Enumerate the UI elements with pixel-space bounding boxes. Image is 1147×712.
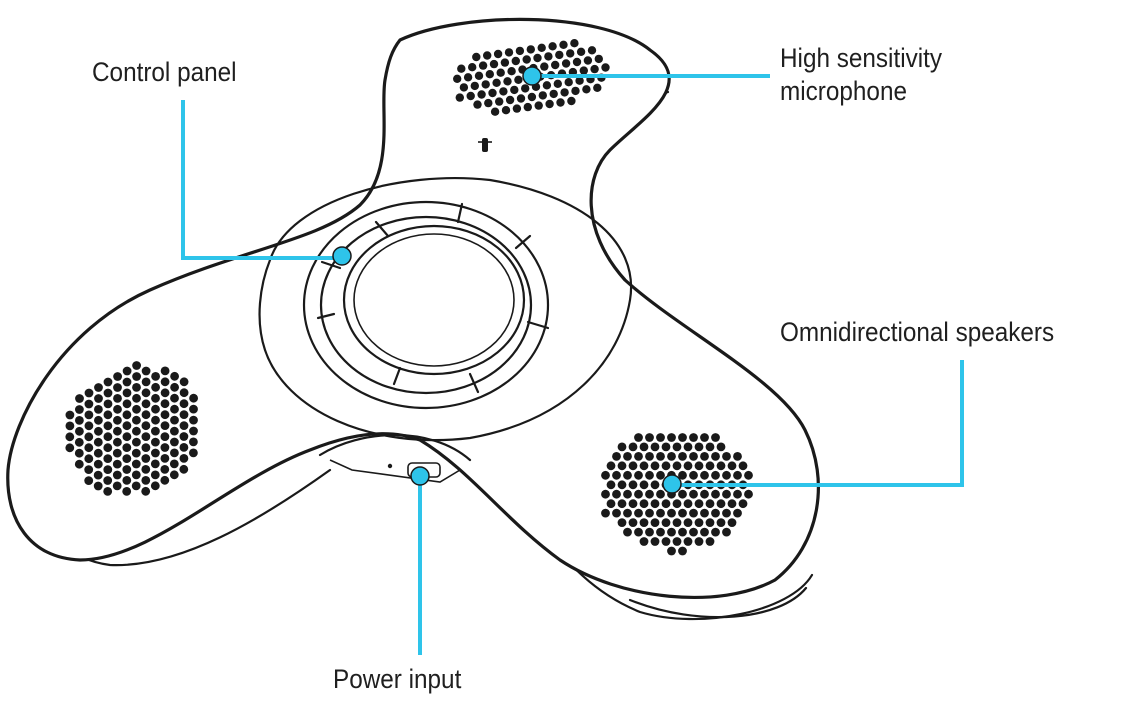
leader-dot-microphone [522, 66, 542, 86]
label-microphone-line1: High sensitivity [780, 43, 943, 73]
label-microphone: High sensitivity microphone [780, 42, 942, 108]
label-power-input: Power input [333, 664, 462, 694]
left-speaker-grille [65, 361, 199, 496]
power-lip [318, 433, 472, 483]
leader-control-panel [181, 100, 342, 260]
microphone-icon [478, 138, 492, 152]
right-speaker-grille [601, 433, 753, 556]
leader-dot-control-panel [332, 246, 352, 266]
leader-dot-speakers [662, 474, 682, 494]
label-control-panel: Control panel [92, 57, 237, 87]
hub-outline [258, 177, 633, 442]
leader-speakers [672, 360, 964, 487]
label-microphone-line2: microphone [780, 75, 907, 106]
label-speakers: Omnidirectional speakers [780, 317, 1055, 347]
status-led [387, 463, 393, 469]
leader-dot-power [410, 466, 430, 486]
control-panel [302, 200, 550, 410]
